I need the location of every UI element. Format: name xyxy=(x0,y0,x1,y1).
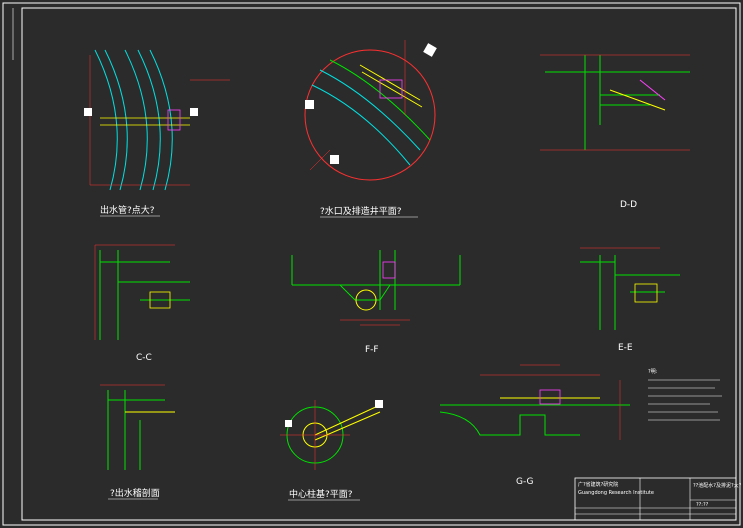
outlet-pipe-detail xyxy=(84,49,230,191)
title-outlet-plan: ?水口及排造井平面? xyxy=(320,205,402,217)
section-cc-detail xyxy=(94,244,190,340)
section-gg-detail xyxy=(439,364,630,440)
title-section-dd: D-D xyxy=(620,200,637,210)
title-outlet-section: ?出水稽剖面 xyxy=(110,487,160,499)
notes-heading: ?明: xyxy=(648,369,658,375)
notes-lines xyxy=(648,379,722,421)
outlet-section-detail xyxy=(100,384,175,470)
title-outlet-pipe: 出水管?点大? xyxy=(100,204,155,216)
title-block-drawing-title: ??池配水?及排泥?大? xyxy=(693,482,742,489)
title-section-ff: F-F xyxy=(365,345,379,355)
title-block xyxy=(574,477,737,521)
title-center-column: 中心柱基?平面? xyxy=(289,488,353,500)
title-section-ee: E-E xyxy=(618,343,633,353)
section-ee-detail xyxy=(580,247,680,330)
outlet-plan-detail xyxy=(304,40,437,181)
title-section-gg: G-G xyxy=(516,477,534,487)
inner-border xyxy=(21,7,737,521)
section-dd-detail xyxy=(540,54,690,151)
title-block-company-en: Guangdong Research Institute xyxy=(578,490,654,496)
title-block-drawing-no: ??:?? xyxy=(696,502,709,508)
title-block-company: 广?省建筑?研究院 xyxy=(578,481,618,488)
title-section-cc: C-C xyxy=(136,353,152,363)
center-column-detail xyxy=(280,400,383,470)
section-ff-detail xyxy=(291,250,461,326)
